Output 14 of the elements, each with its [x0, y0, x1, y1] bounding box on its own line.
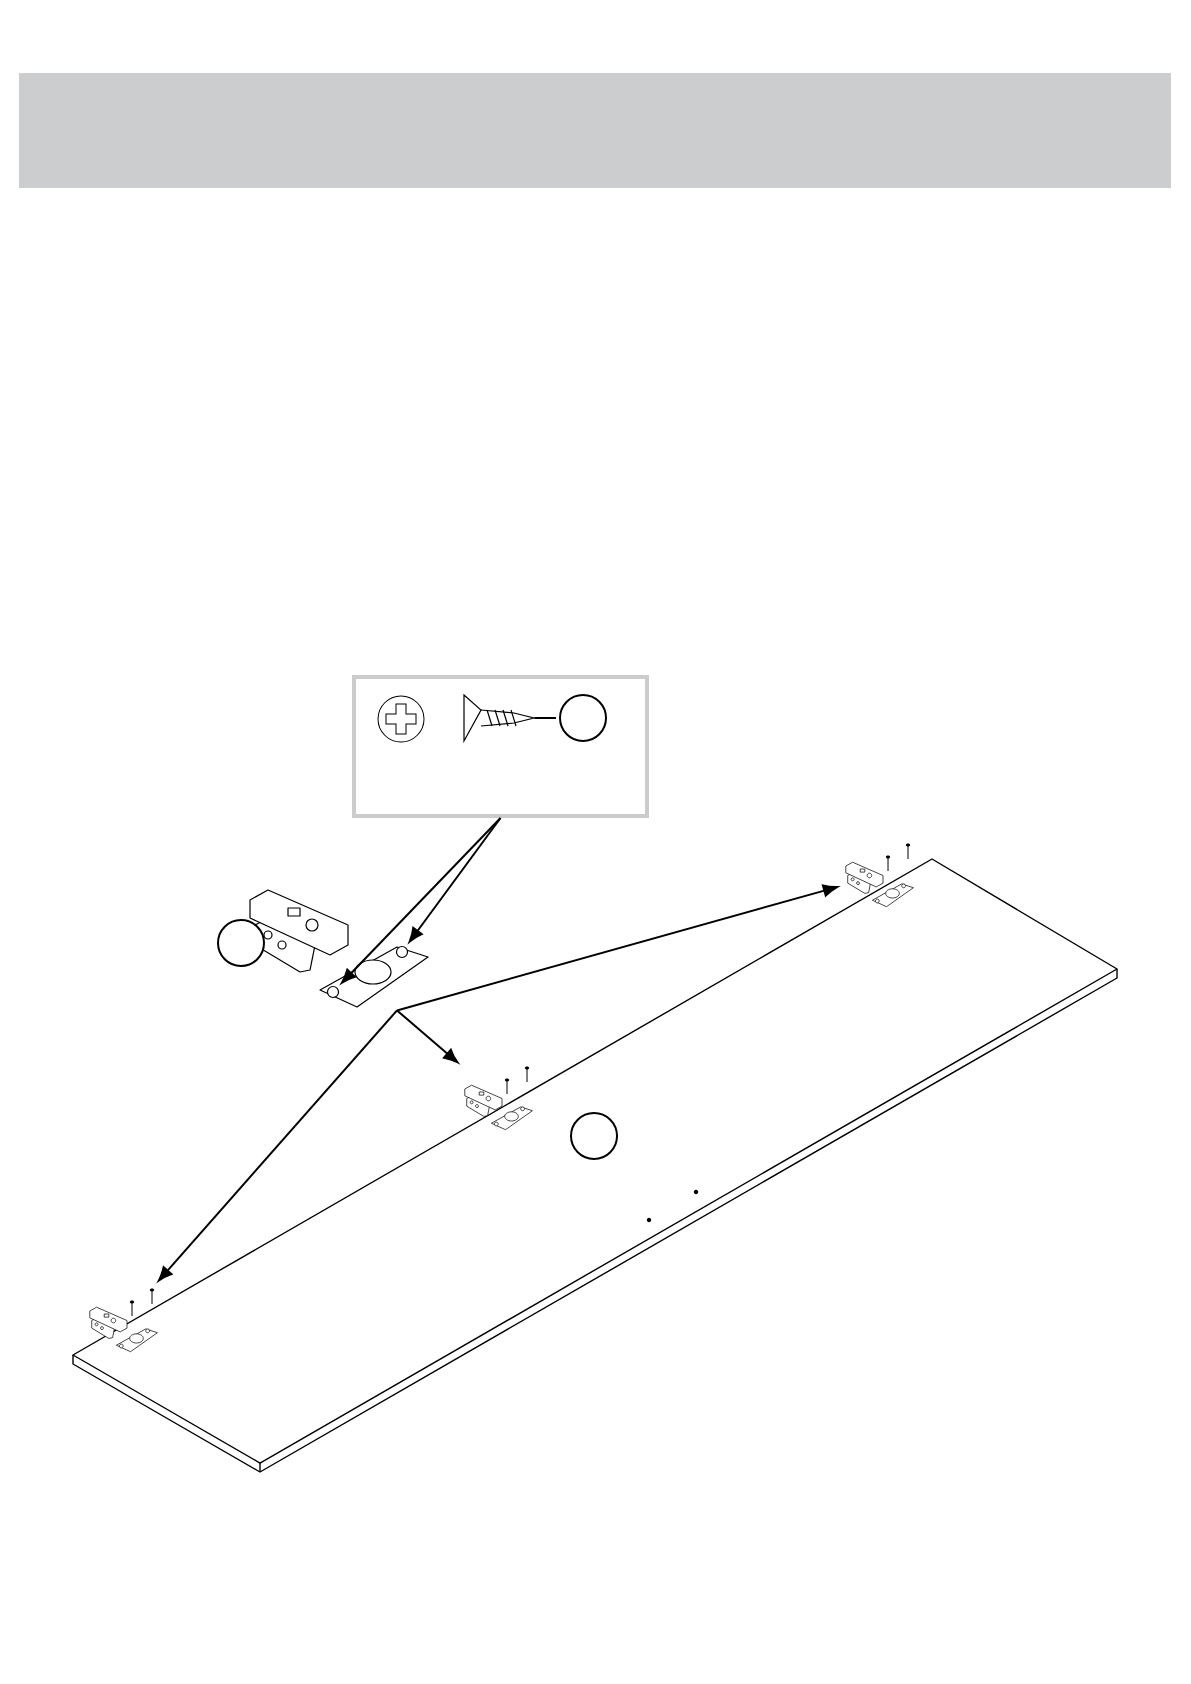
hinge-drawing [89, 1288, 158, 1353]
callout-box [352, 675, 649, 818]
arrow [157, 1009, 398, 1282]
hinge-drawing [845, 843, 914, 908]
arrow [396, 884, 838, 1012]
callout-circle [217, 919, 265, 967]
callout-circle [570, 1112, 618, 1160]
callout-circle [559, 694, 607, 742]
screw-hole [395, 945, 409, 959]
arrow [408, 817, 502, 943]
arrow [396, 1009, 459, 1064]
screw-hole [326, 985, 340, 999]
leader-line [533, 717, 557, 719]
hinge-drawing [464, 1066, 533, 1131]
